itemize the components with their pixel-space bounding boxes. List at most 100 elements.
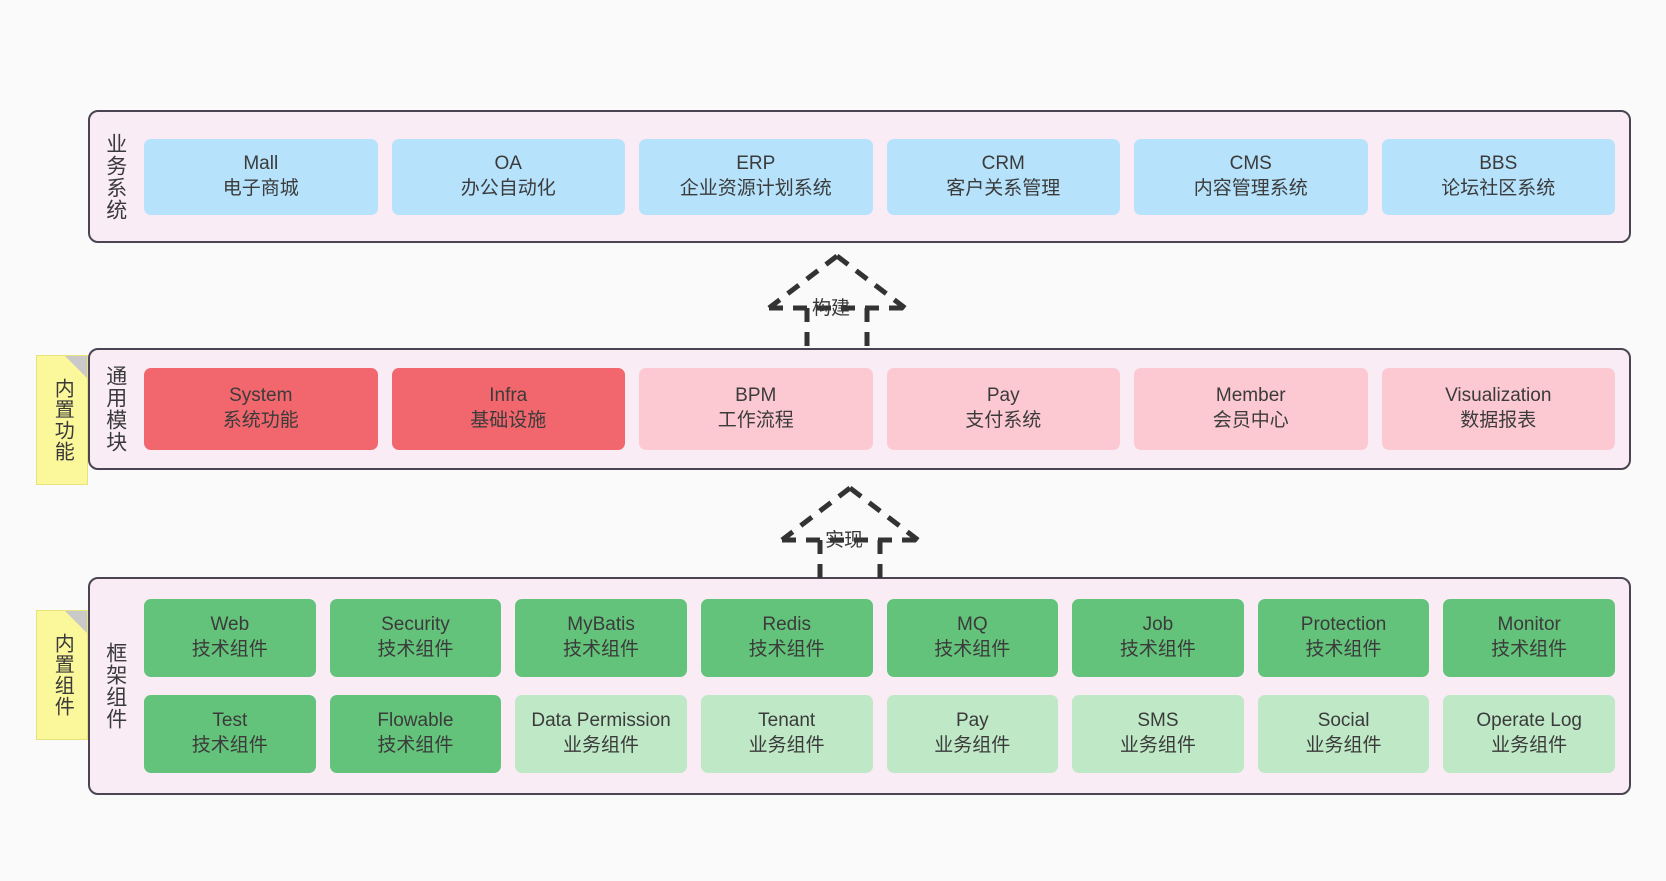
module-subtitle: 客户关系管理: [946, 177, 1061, 199]
module-card-monitor[interactable]: Monitor 技术组件: [1443, 599, 1615, 677]
module-subtitle: 技术组件: [563, 639, 640, 660]
module-title: MyBatis: [567, 614, 635, 636]
module-subtitle: 技术组件: [1491, 639, 1568, 660]
module-subtitle: 技术组件: [934, 639, 1011, 660]
connector-label-build: 构建: [812, 298, 851, 319]
module-title: CRM: [981, 152, 1025, 174]
module-subtitle: 技术组件: [1119, 639, 1196, 660]
module-card-infra[interactable]: Infra 基础设施: [391, 368, 625, 450]
module-card-operate-log[interactable]: Operate Log 业务组件: [1443, 695, 1615, 773]
module-card-member[interactable]: Member 会员中心: [1134, 368, 1368, 450]
tier-row: Mall 电子商城 OA 办公自动化 ERP 企业资源计划系统 CRM 客户关系…: [144, 138, 1615, 215]
module-title: Mall: [243, 152, 279, 174]
module-title: Pay: [955, 710, 989, 732]
module-card-web[interactable]: Web 技术组件: [144, 599, 316, 677]
tier-body-common-modules: System 系统功能 Infra 基础设施 BPM 工作流程 Pay 支付系统…: [140, 350, 1629, 468]
module-card-bbs[interactable]: BBS 论坛社区系统: [1381, 138, 1615, 215]
module-subtitle: 技术组件: [377, 735, 454, 756]
module-card-bpm[interactable]: BPM 工作流程: [639, 368, 873, 450]
implement-arrow-icon: [780, 486, 920, 582]
tier-label-common-modules: 通用模块: [103, 365, 127, 453]
tab-builtin-function[interactable]: 内置功能: [36, 355, 88, 485]
module-card-social[interactable]: Social 业务组件: [1257, 695, 1430, 773]
tier-label-business-systems: 业务系统: [103, 132, 127, 221]
module-subtitle: 业务组件: [748, 735, 825, 756]
module-card-erp[interactable]: ERP 企业资源计划系统: [639, 138, 873, 215]
module-subtitle: 业务组件: [934, 735, 1011, 756]
module-card-mall[interactable]: Mall 电子商城: [144, 138, 378, 215]
build-arrow-icon: [767, 254, 907, 350]
module-subtitle: 系统功能: [222, 410, 299, 431]
tab-label: 内置功能: [51, 378, 74, 462]
module-title: Member: [1215, 385, 1286, 407]
module-card-flowable[interactable]: Flowable 技术组件: [329, 695, 502, 773]
module-card-redis[interactable]: Redis 技术组件: [700, 599, 873, 677]
module-title: Security: [381, 614, 450, 636]
module-subtitle: 业务组件: [1119, 735, 1196, 756]
module-title: SMS: [1137, 710, 1179, 732]
module-card-sms[interactable]: SMS 业务组件: [1072, 695, 1244, 773]
tier-row: System 系统功能 Infra 基础设施 BPM 工作流程 Pay 支付系统…: [144, 368, 1615, 450]
module-subtitle: 技术组件: [191, 735, 268, 756]
module-title: ERP: [736, 152, 776, 174]
module-card-pay-business[interactable]: Pay 业务组件: [886, 695, 1059, 773]
connector-implement: 实现: [758, 482, 943, 582]
module-card-data-permission[interactable]: Data Permission 业务组件: [515, 695, 687, 773]
module-title: BBS: [1479, 152, 1518, 174]
module-card-crm[interactable]: CRM 客户关系管理: [886, 138, 1120, 215]
module-card-security[interactable]: Security 技术组件: [329, 599, 502, 677]
module-card-test[interactable]: Test 技术组件: [144, 695, 316, 773]
module-subtitle: 业务组件: [1305, 735, 1382, 756]
connector-label-implement: 实现: [825, 530, 864, 551]
tier-row: Test 技术组件 Flowable 技术组件 Data Permission …: [144, 695, 1615, 773]
module-title: Tenant: [758, 710, 816, 732]
module-card-cms[interactable]: CMS 内容管理系统: [1134, 138, 1368, 215]
module-subtitle: 技术组件: [1305, 639, 1382, 660]
module-title: Pay: [986, 385, 1020, 407]
module-card-pay[interactable]: Pay 支付系统: [886, 368, 1120, 450]
module-title: Data Permission: [531, 710, 671, 732]
module-card-tenant[interactable]: Tenant 业务组件: [700, 695, 873, 773]
module-subtitle: 工作流程: [717, 410, 794, 431]
module-card-mybatis[interactable]: MyBatis 技术组件: [515, 599, 687, 677]
module-card-protection[interactable]: Protection 技术组件: [1257, 599, 1430, 677]
module-subtitle: 业务组件: [563, 735, 640, 756]
module-subtitle: 内容管理系统: [1193, 177, 1308, 199]
module-subtitle: 办公自动化: [460, 177, 556, 199]
module-title: Infra: [489, 385, 528, 407]
module-subtitle: 企业资源计划系统: [679, 177, 832, 199]
module-title: Monitor: [1497, 614, 1561, 636]
module-title: Job: [1142, 614, 1174, 636]
module-title: Operate Log: [1476, 710, 1582, 732]
tier-common-modules: 通用模块 System 系统功能 Infra 基础设施 BPM 工作流程 Pay…: [88, 348, 1631, 470]
module-title: Protection: [1300, 614, 1387, 636]
tier-body-business-systems: Mall 电子商城 OA 办公自动化 ERP 企业资源计划系统 CRM 客户关系…: [140, 112, 1629, 241]
tab-label: 内置组件: [51, 633, 74, 717]
module-title: Visualization: [1445, 385, 1552, 407]
module-subtitle: 数据报表: [1460, 410, 1537, 431]
module-subtitle: 会员中心: [1212, 410, 1289, 431]
module-title: Flowable: [377, 710, 454, 732]
module-subtitle: 技术组件: [377, 639, 454, 660]
module-card-system[interactable]: System 系统功能: [144, 368, 378, 450]
tier-row: Web 技术组件 Security 技术组件 MyBatis 技术组件 Redi…: [144, 599, 1615, 677]
module-title: CMS: [1229, 152, 1272, 174]
tier-business-systems: 业务系统 Mall 电子商城 OA 办公自动化 ERP 企业资源计划系统 CRM…: [88, 110, 1631, 243]
module-title: OA: [494, 152, 522, 174]
module-subtitle: 技术组件: [191, 639, 268, 660]
module-title: Social: [1317, 710, 1370, 732]
module-title: Redis: [762, 614, 811, 636]
tab-builtin-component[interactable]: 内置组件: [36, 610, 88, 740]
module-card-job[interactable]: Job 技术组件: [1072, 599, 1244, 677]
module-title: MQ: [957, 614, 988, 636]
module-card-visualization[interactable]: Visualization 数据报表: [1381, 368, 1615, 450]
module-title: Test: [212, 710, 248, 732]
module-subtitle: 技术组件: [748, 639, 825, 660]
module-card-oa[interactable]: OA 办公自动化: [391, 138, 625, 215]
module-title: BPM: [735, 385, 777, 407]
tier-body-framework-components: Web 技术组件 Security 技术组件 MyBatis 技术组件 Redi…: [140, 579, 1629, 793]
module-subtitle: 业务组件: [1491, 735, 1568, 756]
module-card-mq[interactable]: MQ 技术组件: [886, 599, 1059, 677]
module-subtitle: 电子商城: [222, 177, 299, 199]
